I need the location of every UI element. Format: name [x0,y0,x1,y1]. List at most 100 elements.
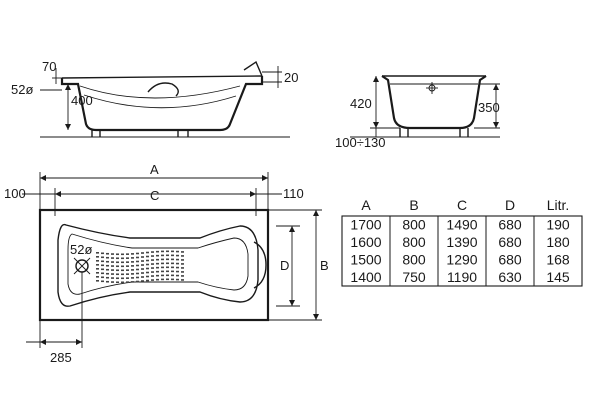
anti-slip-dot [176,262,179,265]
anti-slip-dot [96,280,99,282]
dim-20-label: 20 [284,70,298,85]
anti-slip-dot [121,281,124,284]
table-cell: 680 [498,234,522,250]
anti-slip-dot [151,259,154,261]
anti-slip-dot [146,275,149,278]
table-cell: 1490 [446,217,477,233]
anti-slip-dot [181,259,184,261]
anti-slip-dot [161,266,164,269]
anti-slip-dot [126,261,129,263]
table-cell: 1400 [350,269,381,285]
anti-slip-dot [171,270,174,273]
anti-slip-dot [111,269,114,271]
dim-b-arrow-bottom [313,314,319,320]
anti-slip-dot [111,273,114,275]
anti-slip-dot [161,270,164,273]
anti-slip-dot [101,272,104,275]
anti-slip-dot [111,277,114,279]
anti-slip-dot [181,279,184,281]
anti-slip-pattern [96,250,184,284]
anti-slip-dot [166,270,169,273]
anti-slip-dot [181,251,184,253]
anti-slip-dot [101,264,104,267]
anti-slip-dot [151,251,154,253]
table-cell: 800 [402,234,426,250]
dim-c-label: C [150,188,159,203]
anti-slip-dot [176,254,179,257]
dim-350-arrow-top [493,84,499,90]
anti-slip-dot [156,266,159,269]
anti-slip-dot [96,260,99,262]
anti-slip-dot [96,252,99,254]
anti-slip-dot [141,264,144,266]
anti-slip-dot [141,280,144,282]
dim-c-arrow-right [250,191,256,197]
anti-slip-dot [111,257,114,259]
anti-slip-dot [146,267,149,270]
anti-slip-dot [161,254,164,257]
anti-slip-dot [151,279,154,281]
side-handle [147,82,179,97]
anti-slip-dot [131,261,134,263]
dim-b-label: B [320,258,329,273]
table-cell: 1290 [446,252,477,268]
anti-slip-dot [131,265,134,267]
dim-350-arrow-bottom [493,122,499,128]
top-headrest [253,241,267,289]
anti-slip-dot [121,253,124,256]
dim-400-arrow-bottom [65,124,71,130]
anti-slip-dot [151,267,154,269]
table-cell: 1190 [447,269,477,285]
anti-slip-dot [156,278,159,281]
dim-400-arrow-top [65,84,71,90]
anti-slip-dot [131,269,134,271]
anti-slip-dot [176,266,179,269]
dim-d-label: D [280,258,289,273]
anti-slip-dot [181,263,184,265]
dim-a-arrow-left [40,175,46,181]
table-cell: 750 [402,269,426,285]
end-view: 420 350 100÷130 [335,75,500,150]
dim-100-label: 100 [4,186,26,201]
anti-slip-dot [156,258,159,261]
anti-slip-dot [166,278,169,281]
anti-slip-dot [106,252,109,255]
dim-feet-label: 100÷130 [335,135,386,150]
anti-slip-dot [101,268,104,271]
anti-slip-dot [101,252,104,255]
table-cell: 630 [498,269,522,285]
anti-slip-dot [176,270,179,273]
anti-slip-dot [116,261,119,264]
anti-slip-dot [136,276,139,279]
anti-slip-dot [111,261,114,263]
side-view: 70 52ø 400 20 [11,59,298,138]
table-header-cell: Litr. [547,197,570,213]
dim-420-arrow-top [373,76,379,82]
side-tub-outline [60,76,264,132]
table-cell: 680 [498,217,522,233]
anti-slip-dot [166,250,169,253]
anti-slip-dot [136,280,139,283]
anti-slip-dot [96,256,99,258]
anti-slip-dot [166,274,169,277]
anti-slip-dot [176,250,179,253]
table-cell: 1700 [350,217,381,233]
table-header-cell: A [361,197,371,213]
dim-drain-top-label: 52ø [70,242,92,257]
anti-slip-dot [101,280,104,283]
anti-slip-dot [136,252,139,255]
top-basin-inner [67,233,249,295]
anti-slip-dot [111,281,114,283]
anti-slip-dot [131,253,134,255]
anti-slip-dot [106,260,109,263]
anti-slip-dot [181,255,184,257]
anti-slip-dot [116,273,119,276]
anti-slip-dot [106,276,109,279]
anti-slip-dot [156,254,159,257]
anti-slip-dot [136,268,139,271]
anti-slip-dot [116,281,119,284]
anti-slip-dot [156,274,159,277]
anti-slip-dot [171,278,174,281]
